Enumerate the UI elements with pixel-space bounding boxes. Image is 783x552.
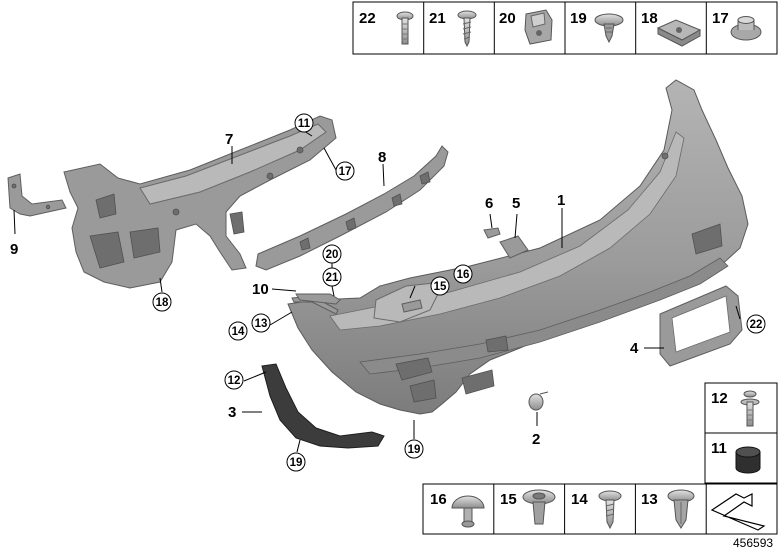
circled-callout-19-deflector: 19	[286, 452, 306, 472]
svg-text:22: 22	[750, 319, 763, 331]
callout-1: 1	[557, 192, 565, 209]
fastener-17-label: 17	[712, 10, 729, 27]
fastener-strip-top: 22 21 20 19 18	[352, 1, 778, 55]
expanding-rivet-icon	[594, 13, 624, 44]
circled-callout-11: 11	[294, 113, 314, 133]
trim-strip-10	[291, 293, 341, 315]
circled-callout-21: 21	[322, 267, 342, 287]
fastener-12-label: 12	[711, 390, 728, 407]
svg-text:18: 18	[156, 297, 169, 309]
fastener-20-label: 20	[499, 10, 516, 27]
push-rivet-icon	[522, 489, 556, 525]
side-cells: 12 11	[704, 382, 778, 484]
fastener-19-label: 19	[570, 10, 587, 27]
fastener-strip-bottom: 16 15 14 13	[422, 483, 778, 535]
mushroom-clip-icon	[451, 495, 485, 528]
circled-callout-20: 20	[322, 244, 342, 264]
spreader-rivet-icon	[667, 489, 695, 529]
callout-6: 6	[485, 195, 493, 212]
license-plate-base-4	[659, 285, 743, 367]
svg-text:12: 12	[228, 375, 241, 387]
fastener-22-label: 22	[359, 10, 376, 27]
bolt-icon	[740, 390, 760, 427]
callout-7: 7	[225, 131, 233, 148]
screw-icon	[457, 10, 477, 48]
callout-10: 10	[252, 281, 269, 298]
svg-text:20: 20	[326, 249, 339, 261]
fastener-16-label: 16	[430, 491, 447, 508]
circled-callout-19-bumper: 19	[404, 439, 424, 459]
fastener-18-label: 18	[641, 10, 658, 27]
circled-callout-14: 14	[228, 321, 248, 341]
circled-callout-12: 12	[224, 370, 244, 390]
svg-text:14: 14	[232, 326, 245, 338]
circled-callout-16: 16	[453, 264, 473, 284]
fastener-13-label: 13	[641, 491, 658, 508]
tow-eye-cap-2	[528, 391, 549, 411]
circled-callout-15: 15	[430, 276, 450, 296]
callout-5: 5	[512, 195, 520, 212]
return-arrow-icon	[710, 493, 766, 531]
support-strip-8	[255, 145, 449, 271]
fastener-15-label: 15	[500, 491, 517, 508]
callout-3: 3	[228, 404, 236, 421]
screw-icon	[598, 490, 622, 530]
fastener-11-label: 11	[711, 440, 727, 457]
bracket-part-5	[499, 213, 529, 259]
callout-2: 2	[532, 431, 540, 448]
leader-lines	[13, 130, 741, 453]
svg-text:21: 21	[326, 272, 339, 284]
circled-callout-17: 17	[335, 161, 355, 181]
screw-icon	[396, 11, 414, 45]
bumper-carrier-7	[63, 115, 337, 289]
rubber-buffer-icon	[735, 446, 761, 474]
clip-nut-icon	[524, 9, 553, 45]
diagram-reference-number: 456593	[733, 536, 773, 550]
clip-part-6	[483, 213, 501, 239]
side-bracket-9	[7, 173, 67, 217]
circled-callout-13: 13	[251, 313, 271, 333]
svg-text:17: 17	[339, 166, 352, 178]
callout-9: 9	[10, 241, 18, 258]
callout-8: 8	[378, 149, 386, 166]
callout-labels: 1 2 3 4 5 6 7 8 9 10 11 17 18 20 21	[10, 113, 766, 472]
svg-text:13: 13	[255, 318, 268, 330]
circled-callout-18: 18	[152, 292, 172, 312]
svg-text:19: 19	[290, 457, 303, 469]
fastener-14-label: 14	[571, 491, 588, 508]
svg-text:15: 15	[434, 281, 447, 293]
callout-4: 4	[630, 340, 639, 357]
svg-text:16: 16	[457, 269, 470, 281]
deflector-strip-3	[261, 363, 385, 449]
svg-text:19: 19	[408, 444, 421, 456]
spring-nut-icon	[656, 19, 702, 47]
svg-text:11: 11	[298, 118, 311, 130]
circled-callout-22: 22	[746, 314, 766, 334]
fastener-21-label: 21	[429, 10, 446, 27]
bumper-cover-1	[287, 79, 749, 415]
washer-nut-icon	[730, 16, 762, 41]
